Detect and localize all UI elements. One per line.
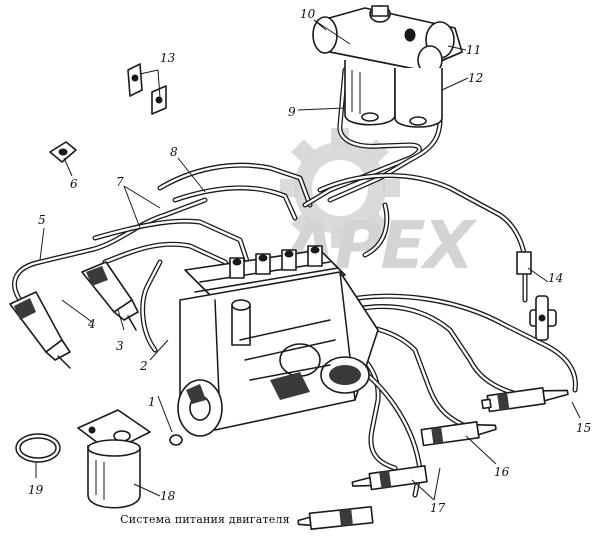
fuel-lines: [12, 67, 578, 498]
callout-18: 18: [160, 489, 176, 503]
callout-19: 19: [28, 483, 44, 497]
injection-pump: [177, 245, 379, 437]
right-injectors: [297, 387, 569, 530]
callout-5: 5: [38, 213, 46, 227]
callout-2: 2: [139, 359, 148, 373]
sealing-washer: [169, 434, 183, 446]
callout-13: 13: [160, 51, 176, 65]
clamp-parts: [127, 63, 167, 115]
diagram-caption: Система питания двигателя: [120, 513, 290, 526]
callout-14: 14: [548, 271, 563, 285]
callout-labels: 1 2 3 4 5 6 7 8 9 10 11 12 13 14 15 16 1…: [28, 7, 591, 515]
callout-10: 10: [300, 7, 316, 21]
callout-9: 9: [288, 105, 296, 119]
callout-11: 11: [466, 43, 481, 57]
callout-6: 6: [70, 177, 78, 191]
tee-fitting: [516, 251, 557, 341]
callout-4: 4: [87, 317, 96, 331]
callout-16: 16: [494, 465, 510, 479]
callout-1: 1: [148, 395, 156, 409]
callout-7: 7: [116, 175, 124, 189]
leader-lines: [35, 19, 581, 501]
callout-17: 17: [430, 501, 446, 515]
coarse-filter: [77, 409, 151, 509]
callout-12: 12: [468, 71, 483, 85]
callout-15: 15: [576, 421, 591, 435]
callout-3: 3: [116, 339, 124, 353]
bracket-part: [49, 141, 77, 163]
callout-8: 8: [170, 145, 178, 159]
o-ring: [15, 433, 61, 463]
fine-fuel-filter: [312, 5, 463, 128]
